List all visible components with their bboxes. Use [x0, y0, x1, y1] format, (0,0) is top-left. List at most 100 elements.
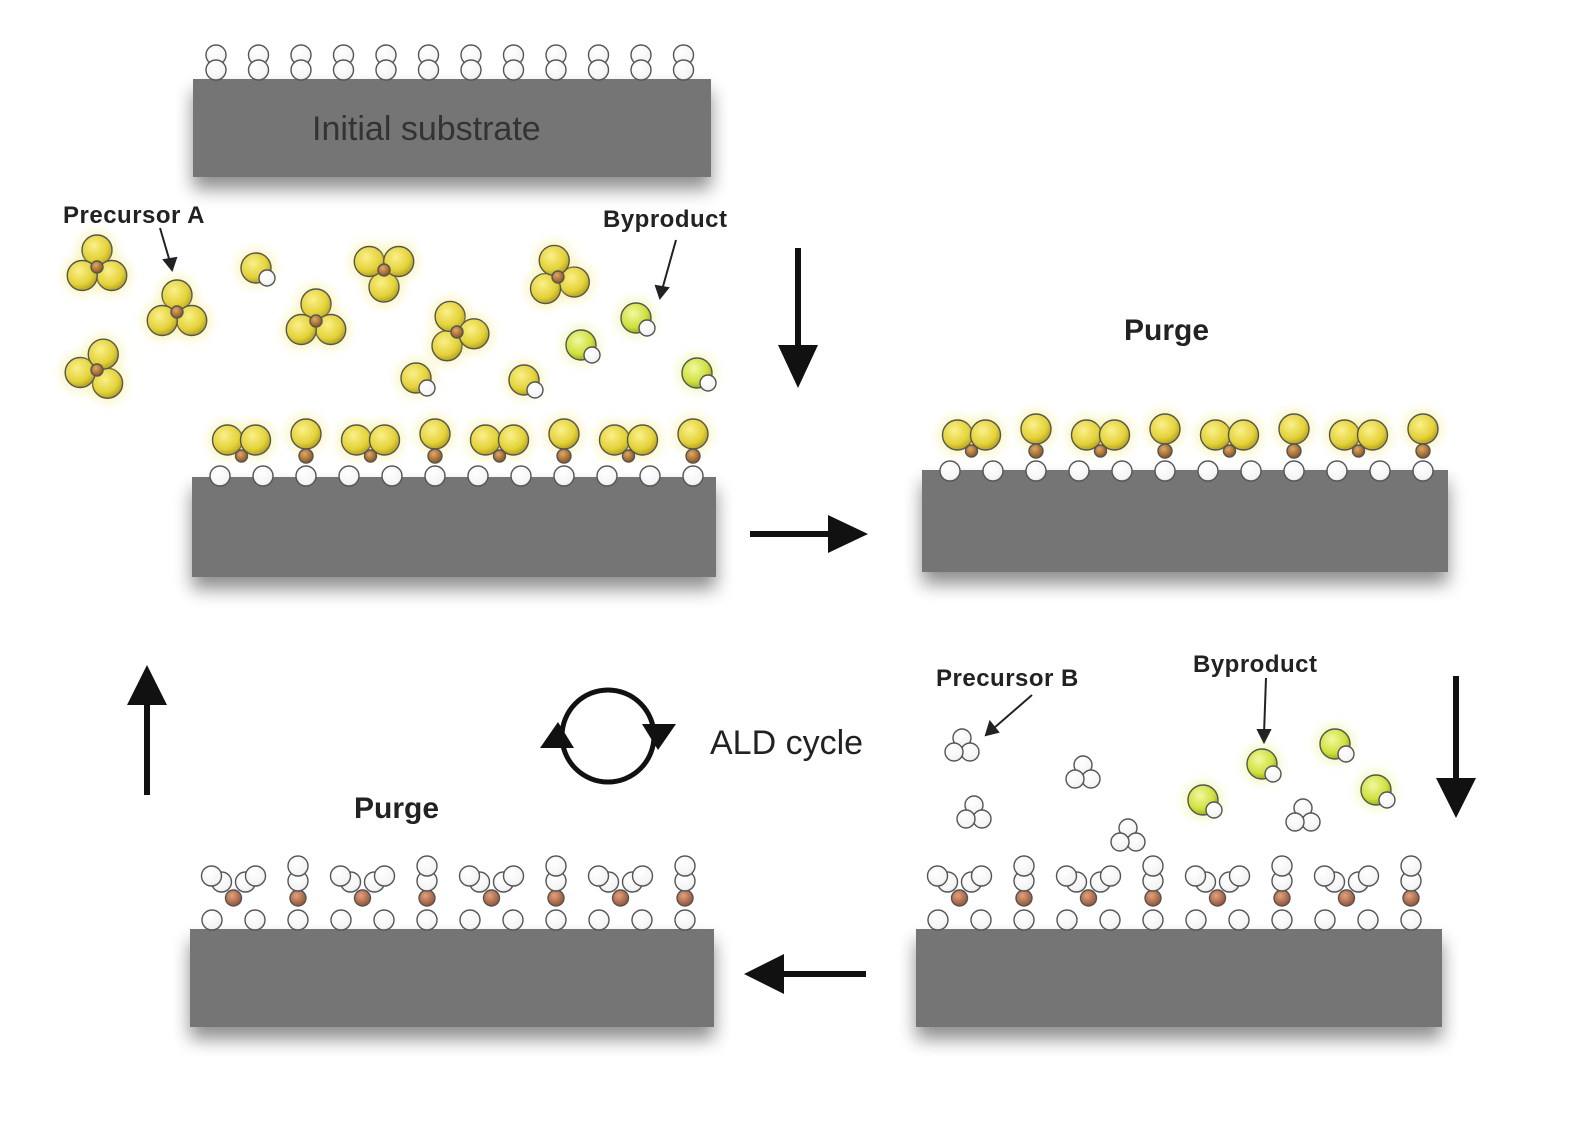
adsorbed-a-core-atom	[1157, 443, 1173, 459]
surface-oxygen-atom	[1240, 460, 1262, 482]
precursor-a-atom	[454, 314, 493, 353]
adsorbed-a-atom	[1275, 410, 1313, 448]
ligand-atom	[1400, 855, 1422, 877]
ligand-atom	[1357, 865, 1380, 887]
surface-oxygen-atom	[424, 465, 446, 487]
surface-oxygen-atom	[939, 460, 961, 482]
surface-oxygen-atom	[1197, 460, 1219, 482]
adsorbed-a-atom	[1196, 416, 1235, 454]
precursor-b-atom	[960, 742, 980, 762]
surface-oxygen-atom	[338, 465, 360, 487]
metal-core-atom	[1208, 889, 1227, 907]
surface-oxygen-atom	[209, 465, 231, 487]
adsorbed-a-core-atom	[1222, 444, 1237, 458]
precursor-a-atom	[535, 241, 574, 280]
surface-oxygen-atom	[1154, 460, 1176, 482]
ligand-atom	[200, 865, 223, 887]
adsorbed-a-atom	[966, 416, 1005, 454]
adsorbed-a-atom	[1067, 416, 1106, 454]
precursor-a-core-atom	[170, 305, 184, 319]
surface-oxygen-atom	[295, 465, 317, 487]
surface-oxygen-atom	[201, 909, 223, 931]
adsorbed-a-atom	[287, 415, 325, 453]
byproduct-label: Byproduct	[1193, 651, 1318, 678]
surface-oxygen-atom	[1056, 909, 1078, 931]
surface-oxygen-atom	[244, 909, 266, 931]
hydroxyl-group-atom	[545, 59, 567, 81]
adsorbed-a-core-atom	[1093, 444, 1108, 458]
byproduct-hydrogen-atom	[1378, 791, 1396, 809]
adsorbed-a-atom	[1017, 410, 1055, 448]
ligand-atom	[970, 865, 993, 887]
precursor-b-atom	[1110, 832, 1130, 852]
surface-oxygen-atom	[927, 909, 949, 931]
adsorbed-a-atom	[623, 421, 662, 459]
adsorbed-a-atom	[1353, 416, 1392, 454]
surface-oxygen-atom	[287, 909, 309, 931]
byproduct-hydrogen-atom	[638, 319, 656, 337]
metal-core-atom	[353, 889, 372, 907]
surface-oxygen-atom	[553, 465, 575, 487]
arrow-down-icon	[778, 248, 818, 388]
hydroxyl-group-atom	[290, 59, 312, 81]
hydroxyl-group-atom	[587, 59, 610, 81]
ligand-atom	[287, 855, 309, 877]
precursor-b-atom	[944, 742, 964, 762]
metal-core-atom	[1144, 889, 1162, 907]
adsorbed-a-atom	[595, 421, 634, 459]
adsorbed-a-atom	[1146, 410, 1184, 448]
surface-oxygen-atom	[970, 909, 992, 931]
adsorbed-a-core-atom	[964, 444, 979, 458]
metal-core-atom	[1079, 889, 1098, 907]
byproduct-hydrogen-atom	[699, 374, 717, 392]
adsorbed-a-atom	[1095, 416, 1134, 454]
surface-oxygen-atom	[502, 909, 524, 931]
ligand-atom	[1313, 865, 1336, 887]
metal-core-atom	[289, 889, 307, 907]
cycle-icon	[540, 687, 676, 785]
surface-oxygen-atom	[252, 465, 274, 487]
ligand-atom	[1013, 855, 1035, 877]
hydroxyl-group-atom	[502, 59, 525, 81]
adsorbed-a-atom	[466, 421, 505, 459]
hydroxyl-group-atom	[417, 59, 440, 81]
hydroxyl-group-atom	[332, 59, 355, 81]
arrow-left-icon	[744, 954, 866, 994]
substrate-purge-2	[190, 929, 714, 1027]
precursor-a-core-atom	[450, 325, 464, 339]
metal-core-atom	[1402, 889, 1420, 907]
hydroxyl-group-atom	[205, 59, 227, 81]
substrate-precursor-b	[916, 929, 1442, 1027]
surface-oxygen-atom	[1013, 909, 1035, 931]
purge-label: Purge	[1124, 314, 1210, 347]
surface-oxygen-atom	[1326, 460, 1348, 482]
ald-cycle-label: ALD cycle	[710, 724, 864, 762]
substrate-precursor-a	[192, 477, 716, 577]
surface-oxygen-atom	[1068, 460, 1090, 482]
metal-core-atom	[950, 889, 969, 907]
arrow-down-icon	[1436, 676, 1476, 818]
hydroxyl-group-atom	[247, 59, 270, 81]
surface-oxygen-atom	[545, 909, 567, 931]
ligand-atom	[329, 865, 352, 887]
adsorbed-a-atom	[1224, 416, 1263, 454]
precursor-a-atom	[84, 335, 123, 374]
byproduct-hydrogen-atom	[258, 269, 276, 287]
precursor-b-atom	[956, 809, 976, 829]
adsorbed-a-core-atom	[1028, 443, 1044, 459]
purge-label: Purge	[354, 792, 440, 825]
adsorbed-a-atom	[208, 421, 247, 459]
surface-oxygen-atom	[1400, 909, 1422, 931]
precursor-b-atom	[1065, 769, 1085, 789]
adsorbed-a-core-atom	[234, 449, 249, 463]
surface-oxygen-atom	[1314, 909, 1336, 931]
adsorbed-a-core-atom	[621, 449, 636, 463]
adsorbed-a-core-atom	[492, 449, 507, 463]
metal-core-atom	[1015, 889, 1033, 907]
adsorbed-a-atom	[236, 421, 275, 459]
precursor-b-label: Precursor B	[936, 665, 1079, 692]
surface-oxygen-atom	[639, 465, 661, 487]
surface-oxygen-atom	[1369, 460, 1391, 482]
precursor-a-core-atom	[377, 263, 391, 277]
surface-oxygen-atom	[682, 465, 704, 487]
